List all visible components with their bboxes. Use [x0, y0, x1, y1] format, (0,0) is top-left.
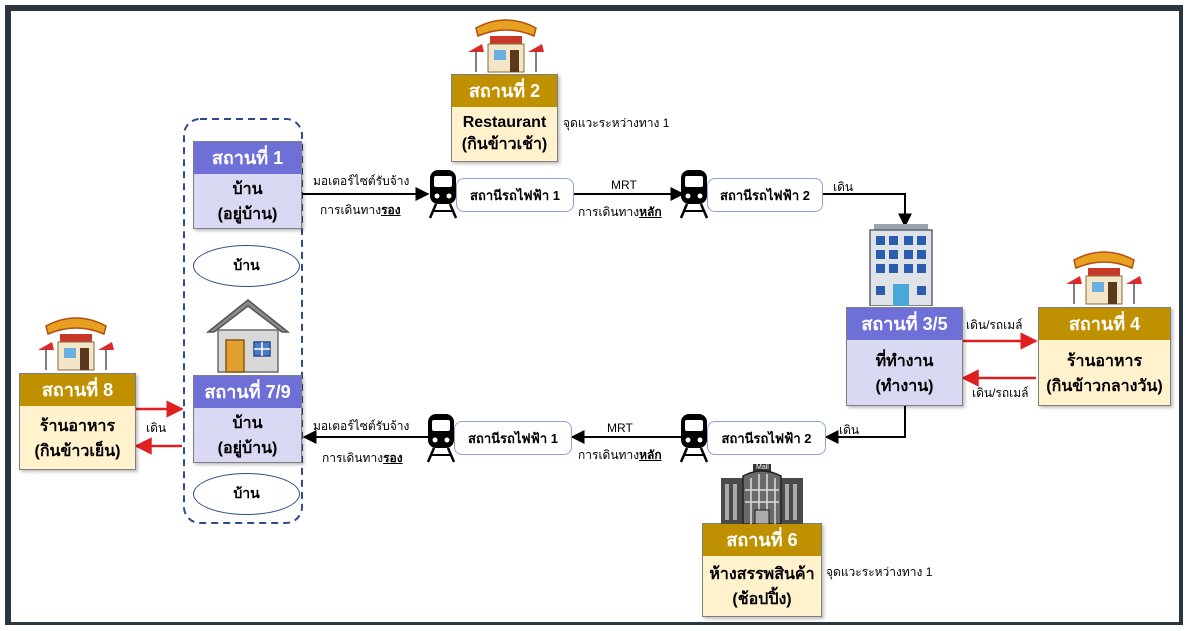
diagram-frame — [5, 5, 1183, 625]
arrow-office-to-station2-bottom — [824, 406, 906, 444]
station-2-top: สถานีรถไฟฟ้า 2 — [707, 178, 823, 212]
place-7-9-name: บ้าน — [232, 415, 263, 432]
place-2-activity: (กินข้าวเช้า) — [461, 135, 548, 153]
place-6-title: สถานที่ 6 — [703, 524, 821, 556]
label-secondary-bottom-word: รอง — [383, 451, 403, 465]
label-main-bottom: การเดินทางหลัก — [578, 446, 662, 465]
place-1-title: สถานที่ 1 — [194, 142, 301, 174]
place-8-activity: (กินข้าวเย็น) — [34, 442, 121, 460]
place-8-restaurant: สถานที่ 8 ร้านอาหาร (กินข้าวเย็น) — [19, 373, 136, 470]
label-main-top-prefix: การเดินทาง — [578, 205, 640, 219]
label-mrt-top: MRT — [611, 178, 637, 192]
house-icon — [205, 299, 291, 373]
place-3-5-workplace: สถานที่ 3/5 ที่ทำงาน (ทำงาน) — [846, 307, 963, 406]
label-walk-left: เดิน — [146, 421, 167, 435]
place-8-name: ร้านอาหาร — [39, 417, 116, 435]
place-3-5-activity: (ทำงาน) — [875, 377, 934, 395]
home-ellipse-bottom: บ้าน — [193, 473, 300, 515]
place-1-activity: (อยู่บ้าน) — [217, 206, 278, 223]
restaurant-icon — [468, 19, 544, 73]
place-1-name: บ้าน — [232, 181, 263, 198]
station-1-top: สถานีรถไฟฟ้า 1 — [456, 178, 574, 212]
label-secondary-top: การเดินทางรอง — [320, 201, 401, 220]
place-2-title: สถานที่ 2 — [452, 75, 557, 107]
place-4-activity: (กินข้าวกลางวัน) — [1046, 377, 1163, 395]
label-walk-car-out: เดิน/รถเมล์ — [966, 318, 1023, 332]
label-mrt-bottom: MRT — [607, 421, 633, 435]
label-secondary-top-word: รอง — [381, 203, 401, 217]
train-icon — [679, 414, 709, 463]
place-6-mall: สถานที่ 6 ห้างสรรพสินค้า (ช้อปปิ้ง) — [702, 523, 822, 617]
place-8-title: สถานที่ 8 — [20, 374, 135, 406]
place-7-9-activity: (อยู่บ้าน) — [217, 440, 278, 457]
train-icon — [428, 170, 458, 219]
restaurant-icon — [1066, 251, 1142, 305]
label-main-top-word: หลัก — [639, 205, 662, 219]
label-motorcycle-top: มอเตอร์ไซต์รับจ้าง — [313, 174, 410, 188]
place-2-name: Restaurant — [462, 113, 547, 131]
train-icon — [426, 414, 456, 463]
place-3-5-title: สถานที่ 3/5 — [847, 308, 962, 340]
label-secondary-top-prefix: การเดินทาง — [320, 203, 382, 217]
home-group-outline — [183, 118, 303, 524]
restaurant-icon — [38, 317, 114, 371]
place-6-name: ห้างสรรพสินค้า — [709, 566, 815, 583]
label-secondary-bottom-prefix: การเดินทาง — [322, 451, 384, 465]
place-4-name: ร้านอาหาร — [1066, 352, 1143, 370]
label-waypoint-p2: จุดแวะระหว่างทาง 1 — [563, 116, 670, 130]
label-main-top: การเดินทางหลัก — [578, 203, 662, 222]
label-motorcycle-bottom: มอเตอร์ไซต์รับจ้าง — [313, 419, 410, 433]
label-secondary-bottom: การเดินทางรอง — [322, 449, 403, 468]
label-walk-top: เดิน — [833, 180, 854, 194]
station-1-bottom: สถานีรถไฟฟ้า 1 — [454, 421, 572, 455]
label-walk-bottom: เดิน — [839, 423, 860, 437]
place-3-5-name: ที่ทำงาน — [875, 352, 934, 370]
arrow-station2-to-office — [823, 193, 912, 228]
place-1-home: สถานที่ 1 บ้าน (อยู่บ้าน) — [193, 141, 302, 229]
place-4-restaurant: สถานที่ 4 ร้านอาหาร (กินข้าวกลางวัน) — [1038, 307, 1171, 406]
place-7-9-home: สถานที่ 7/9 บ้าน (อยู่บ้าน) — [193, 375, 302, 463]
place-6-activity: (ช้อปปิ้ง) — [732, 591, 792, 608]
train-icon — [679, 170, 709, 219]
mall-icon — [721, 464, 803, 524]
place-4-title: สถานที่ 4 — [1039, 308, 1170, 340]
mall-sign-label: Mall — [756, 464, 769, 471]
station-2-bottom: สถานีรถไฟฟ้า 2 — [707, 421, 826, 455]
label-waypoint-p6: จุดแวะระหว่างทาง 1 — [826, 565, 933, 579]
label-walk-car-back: เดิน/รถเมล์ — [972, 386, 1029, 400]
place-7-9-title: สถานที่ 7/9 — [194, 376, 301, 408]
office-building-icon — [869, 224, 933, 306]
place-2-restaurant: สถานที่ 2 Restaurant (กินข้าวเช้า) — [451, 74, 558, 162]
home-ellipse-top: บ้าน — [193, 245, 300, 287]
label-main-bottom-prefix: การเดินทาง — [578, 448, 640, 462]
label-main-bottom-word: หลัก — [639, 448, 662, 462]
